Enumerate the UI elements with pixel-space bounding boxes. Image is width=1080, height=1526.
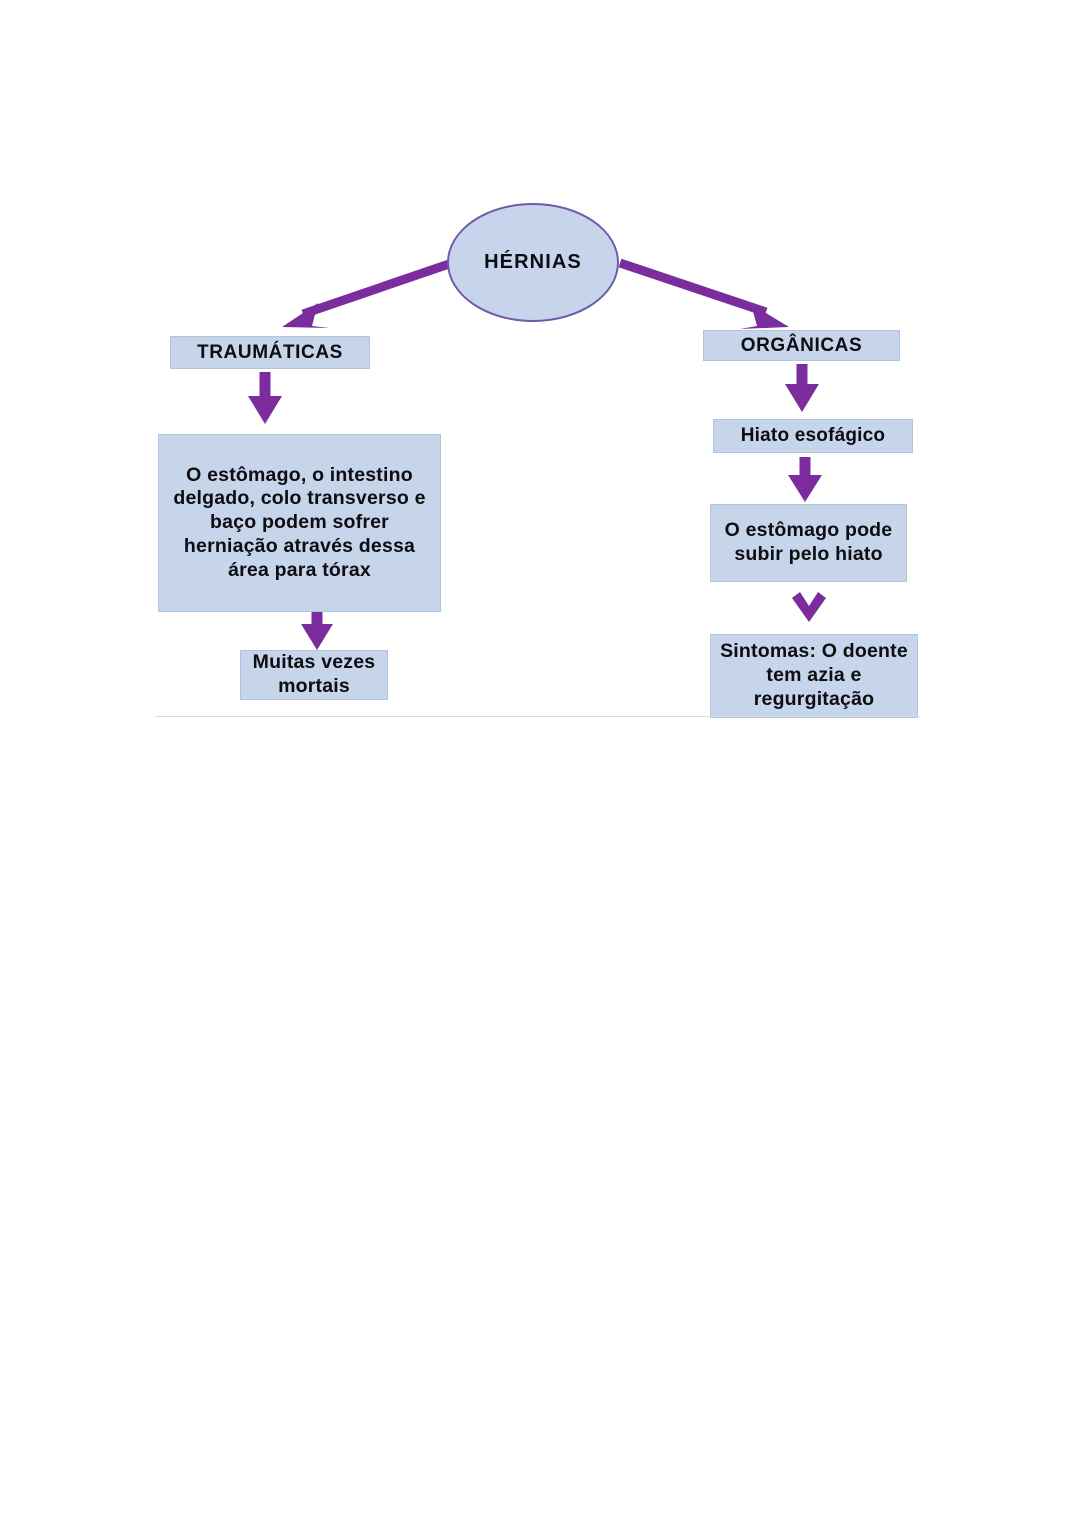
node-muitas-vezes-mortais[interactable]: Muitas vezes mortais — [240, 650, 388, 700]
arrow-hiato-to-subir — [788, 457, 822, 502]
page-divider-rule — [155, 716, 920, 717]
arrow-traumaticas-to-body — [248, 372, 282, 424]
node-sintomas[interactable]: Sintomas: O doente tem azia e regurgitaç… — [710, 634, 918, 718]
node-traumaticas-description[interactable]: O estômago, o intestino delgado, colo tr… — [158, 434, 441, 612]
arrow-subir-to-sintomas — [792, 592, 826, 622]
node-estomago-pode-subir[interactable]: O estômago pode subir pelo hiato — [710, 504, 907, 582]
hernias-flow-diagram: HÉRNIAS TRAUMÁTICAS O estômago, o intest… — [0, 0, 1080, 760]
node-hernias-root[interactable]: HÉRNIAS — [447, 203, 619, 322]
node-hiato-esofagico[interactable]: Hiato esofágico — [713, 419, 913, 453]
node-traumaticas[interactable]: TRAUMÁTICAS — [170, 336, 370, 369]
arrow-organicas-to-hiato — [785, 364, 819, 412]
arrow-root-to-organicas — [618, 258, 789, 329]
arrow-root-to-traumaticas — [282, 258, 454, 328]
connector-layer — [248, 258, 826, 650]
node-organicas[interactable]: ORGÂNICAS — [703, 330, 900, 361]
